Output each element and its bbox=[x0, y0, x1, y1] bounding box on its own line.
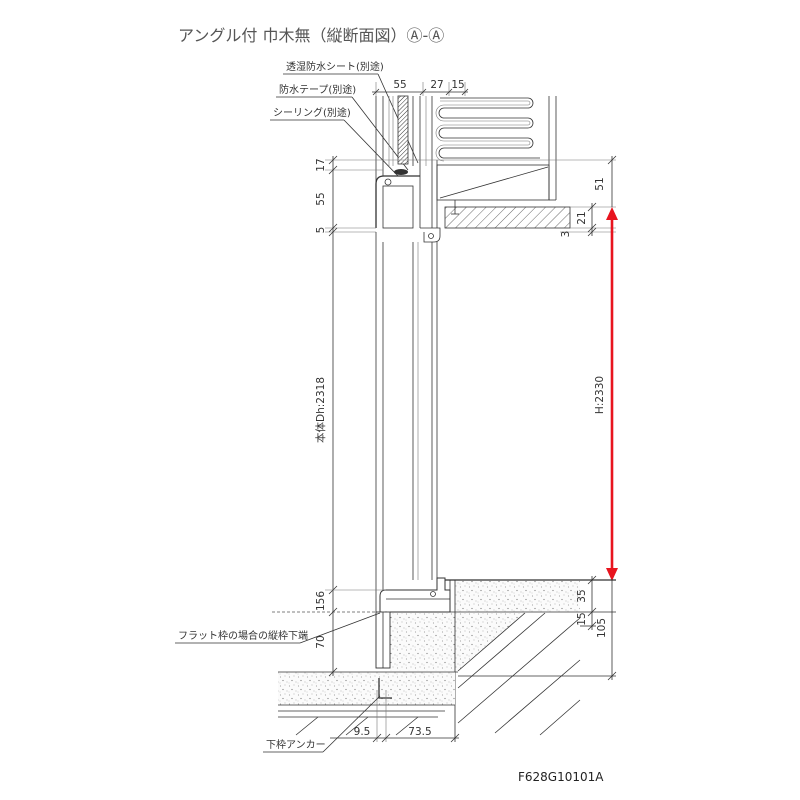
right-dim-tick-626 bbox=[587, 621, 597, 631]
top-dim-label-15: 15 bbox=[451, 79, 464, 91]
callout-bottom-anchor-leader bbox=[322, 695, 381, 753]
right-dim-label-15: 15 bbox=[576, 612, 588, 625]
head-frame-gasket bbox=[384, 178, 392, 186]
ground-hatch-6 bbox=[494, 659, 581, 734]
left-dim-tick-170 bbox=[328, 165, 338, 175]
drawing-code: F628G10101A bbox=[518, 770, 604, 784]
ground-hatch-4 bbox=[457, 612, 546, 689]
sill-outline bbox=[379, 577, 451, 613]
bottom-dim-tick-386 bbox=[381, 733, 391, 743]
top-dim-tick-2 bbox=[419, 88, 427, 96]
callout-bottom-anchor: 下枠アンカー bbox=[263, 695, 381, 753]
bottom-slab bbox=[278, 672, 455, 705]
bottom-sill bbox=[379, 577, 451, 613]
left-dim-tick-228 bbox=[328, 223, 338, 233]
left-dim-tick-232 bbox=[328, 227, 338, 237]
right-dim-label-3: 3 bbox=[560, 231, 572, 238]
ceiling-slab bbox=[444, 200, 571, 229]
insulation-outer bbox=[438, 97, 540, 159]
ground-hatch-7 bbox=[539, 699, 581, 736]
insulation-inner bbox=[435, 100, 531, 162]
top-dim-label-27: 27 bbox=[430, 79, 443, 91]
ground bbox=[278, 612, 581, 736]
ceiling-slab-hatched bbox=[444, 206, 571, 229]
head-frame bbox=[375, 169, 441, 243]
left-dim-tick-160 bbox=[328, 155, 338, 165]
bottom-dim-tick-455 bbox=[450, 733, 460, 743]
floor-concrete bbox=[390, 613, 525, 671]
height-arrow-head-top bbox=[606, 207, 618, 220]
top-dim-tick-3 bbox=[445, 88, 453, 96]
top-dimensions: 55 27 15 bbox=[372, 79, 469, 96]
door-top-gasket bbox=[428, 233, 434, 239]
right-dim-tick-580 bbox=[587, 575, 597, 585]
callout-sealing: シーリング(別途) bbox=[270, 106, 399, 177]
left-dim-label-156: 156 bbox=[315, 591, 327, 611]
bottom-dim-label-73-5: 73.5 bbox=[408, 726, 431, 738]
lintel-diagonal bbox=[439, 166, 549, 199]
bottom-anchor bbox=[378, 678, 392, 699]
left-dim-label-17: 17 bbox=[315, 158, 327, 171]
bottom-dim-label-9-5: 9.5 bbox=[354, 726, 371, 738]
upper-extension-lines bbox=[325, 159, 616, 233]
right-dim-label-105: 105 bbox=[596, 618, 608, 638]
frame-bottom-end bbox=[375, 611, 391, 669]
right-dim-tick-232 bbox=[587, 227, 597, 237]
callout-waterproof-tape-label: 防水テープ(別途) bbox=[279, 83, 356, 96]
right-dim-tick-676 bbox=[607, 671, 617, 681]
left-dim-label-body-height: 本体Dh:2318 bbox=[314, 377, 327, 443]
left-dim-label-70: 70 bbox=[315, 635, 327, 648]
ground-hatch-1 bbox=[295, 716, 319, 736]
callout-bottom-anchor-label: 下枠アンカー bbox=[266, 738, 326, 751]
height-arrow-head-bottom bbox=[606, 568, 618, 581]
floor-finish bbox=[455, 580, 580, 612]
height-label: H:2330 bbox=[594, 376, 606, 414]
ground-hatch-5 bbox=[457, 617, 581, 724]
callout-flat-frame-bottom-label: フラット枠の場合の縦枠下端 bbox=[178, 629, 308, 642]
left-dimensions: 17 55 5 本体Dh:2318 156 70 bbox=[272, 155, 390, 677]
callout-flat-frame-bottom-leader bbox=[299, 612, 381, 644]
top-dim-label-55: 55 bbox=[393, 79, 406, 91]
head-frame-core bbox=[382, 185, 414, 229]
right-dimensions-upper: 51 21 3 bbox=[560, 155, 617, 238]
top-dim-tick-4 bbox=[461, 88, 469, 96]
upper-wall bbox=[375, 95, 557, 228]
drawing-title: アングル付 巾木無（縦断面図）Ⓐ-Ⓐ bbox=[178, 26, 444, 45]
right-dim-tick-612 bbox=[587, 607, 597, 617]
top-dim-tick-1 bbox=[372, 88, 380, 96]
head-frame-outline bbox=[375, 175, 420, 228]
bottom-dimensions: 9.5 73.5 bbox=[330, 690, 460, 743]
callout-breathable-sheet-label: 透湿防水シート(別途) bbox=[286, 60, 384, 73]
lintel bbox=[436, 164, 550, 201]
floor bbox=[390, 579, 616, 742]
right-dim-tick-207 bbox=[587, 202, 597, 212]
ground-hatch-2 bbox=[345, 716, 369, 736]
wall-siding-strip bbox=[397, 95, 409, 165]
right-dim-label-21: 21 bbox=[576, 211, 588, 224]
sill-gasket bbox=[430, 591, 436, 597]
ground-hatch-3 bbox=[395, 716, 419, 736]
right-dim-tick-160 bbox=[607, 155, 617, 165]
right-dim-label-35: 35 bbox=[576, 589, 588, 602]
callout-sealing-label: シーリング(別途) bbox=[273, 106, 351, 119]
floor-concrete-edge bbox=[457, 612, 526, 672]
right-dimensions-floor: 35 15 105 bbox=[576, 575, 617, 681]
right-dim-label-51: 51 bbox=[594, 177, 606, 190]
left-dim-tick-672 bbox=[328, 667, 338, 677]
right-dim-tick-228 bbox=[587, 223, 597, 233]
bottom-dim-tick-377 bbox=[372, 733, 382, 743]
height-arrow: H:2330 bbox=[594, 207, 618, 581]
door-body bbox=[375, 232, 438, 612]
callout-flat-frame-bottom: フラット枠の場合の縦枠下端 bbox=[175, 612, 381, 644]
callout-waterproof-tape: 防水テープ(別途) bbox=[276, 83, 409, 171]
door-leaf-top bbox=[420, 227, 441, 243]
callout-sealing-leader bbox=[343, 119, 399, 177]
left-dim-label-5: 5 bbox=[315, 227, 327, 234]
left-dim-label-55: 55 bbox=[315, 192, 327, 205]
sealing-bead bbox=[394, 169, 408, 175]
